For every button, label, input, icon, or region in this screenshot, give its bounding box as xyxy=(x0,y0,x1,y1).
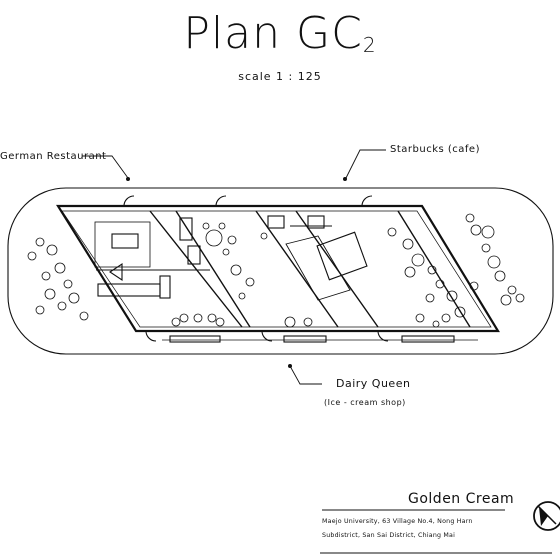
page-title: Plan GC2 xyxy=(183,8,377,59)
north-arrow-icon xyxy=(533,501,560,531)
title-block-address-2: Subdistrict, San Sai District, Chiang Ma… xyxy=(322,532,456,539)
title-block-address-1: Maejo University, 63 Village No.4, Nong … xyxy=(322,518,473,525)
building-outline xyxy=(56,204,500,333)
label-starbucks: Starbucks (cafe) xyxy=(390,144,480,155)
label-dairy-queen-sub: (Ice - cream shop) xyxy=(324,398,406,407)
label-dairy-queen: Dairy Queen xyxy=(336,377,411,390)
scale-label: scale 1 : 125 xyxy=(238,70,322,83)
site-outline xyxy=(7,187,554,355)
label-german-restaurant: German Restaurant xyxy=(0,151,107,162)
title-block-name: Golden Cream xyxy=(408,491,515,507)
